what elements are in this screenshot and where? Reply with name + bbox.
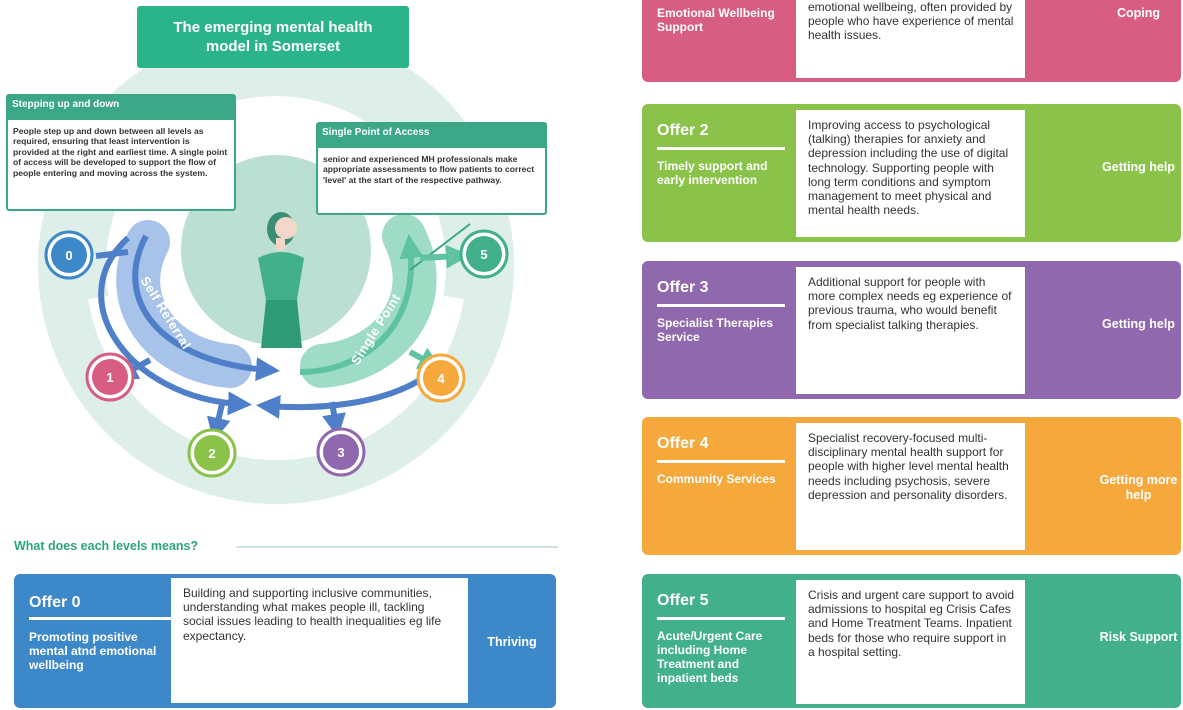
diagram-title: The emerging mental health model in Some…: [137, 6, 409, 68]
stepping-callout: Stepping up and down People step up and …: [6, 94, 236, 211]
offer-tag: Risk Support: [1099, 630, 1178, 644]
svg-text:1: 1: [106, 370, 113, 385]
offer-name: Promoting positive mental atnd emotional…: [29, 630, 157, 672]
offer-2-card: Offer 2 Timely support and early interve…: [642, 104, 1181, 242]
offer-tag: Thriving: [487, 635, 537, 649]
svg-text:5: 5: [480, 247, 487, 262]
offer-title: Offer 4: [657, 435, 709, 452]
offer-description: Additional support for people with more …: [796, 267, 1025, 394]
spa-callout-heading: Single Point of Access: [318, 124, 545, 148]
offer-1-card: Emotional Wellbeing Support emotional we…: [642, 0, 1181, 82]
offer-tag: Getting help: [1102, 160, 1175, 174]
offer-title-rule: [657, 147, 785, 150]
offer-title-rule: [657, 617, 785, 620]
step-arrow-outer: [98, 235, 252, 416]
stepping-callout-heading: Stepping up and down: [8, 96, 234, 120]
offer-name: Community Services: [657, 472, 776, 486]
self-referral-arrow: [132, 234, 280, 382]
level-0-node: 0: [44, 230, 94, 280]
step-arrow-return: [256, 377, 422, 419]
levels-heading: What does each levels means?: [14, 539, 199, 553]
offer-description: Building and supporting inclusive commun…: [171, 578, 468, 703]
offer-name: Acute/Urgent Care including Home Treatme…: [657, 629, 763, 685]
level-3-node: 3: [316, 427, 366, 477]
level-1-node: 1: [85, 352, 135, 402]
offer-name: Timely support and early intervention: [657, 159, 768, 187]
stepping-callout-body: People step up and down between all leve…: [13, 125, 228, 178]
mental-health-model-diagram: Self Referral Single Point 0 1 2 3 4: [0, 0, 600, 520]
svg-text:2: 2: [208, 446, 215, 461]
offer-title-rule: [657, 460, 785, 463]
svg-text:4: 4: [437, 371, 445, 386]
spa-connector: [409, 223, 471, 271]
offer-3-card: Offer 3 Specialist Therapies Service Add…: [642, 261, 1181, 399]
offer-description: emotional wellbeing, often provided by p…: [796, 0, 1025, 78]
single-point-arrow: [299, 234, 424, 375]
offer-0-card: Offer 0 Promoting positive mental atnd e…: [14, 574, 556, 708]
offer-tag: Getting more help: [1099, 473, 1178, 502]
model-diagram-graphic: Self Referral Single Point 0 1 2 3 4: [38, 28, 514, 504]
offer-4-card: Offer 4 Community Services Specialist re…: [642, 417, 1181, 555]
spa-callout-body: senior and experienced MH professionals …: [323, 153, 535, 185]
levels-divider: [236, 546, 558, 548]
offer-name: Emotional Wellbeing Support: [657, 6, 775, 34]
offer-description: Specialist recovery-focused multi-discip…: [796, 423, 1025, 550]
level-2-node: 2: [187, 428, 237, 478]
offer-tag: Coping: [1116, 6, 1161, 20]
offer-title: Offer 3: [657, 279, 709, 296]
offer-title-rule: [29, 617, 171, 620]
offer-name: Specialist Therapies Service: [657, 316, 774, 344]
offer-tag: Getting help: [1102, 317, 1175, 331]
svg-text:3: 3: [337, 445, 344, 460]
offer-description: Improving access to psychological (talki…: [796, 110, 1025, 237]
level-5-node: 5: [459, 229, 509, 279]
spa-callout: Single Point of Access senior and experi…: [316, 122, 547, 215]
offer-title: Offer 5: [657, 592, 709, 609]
svg-text:0: 0: [65, 248, 72, 263]
person-icon: [258, 212, 304, 348]
offer-title-rule: [657, 304, 785, 307]
offer-title: Offer 2: [657, 122, 709, 139]
offer-5-card: Offer 5 Acute/Urgent Care including Home…: [642, 574, 1181, 708]
level-4-node: 4: [416, 353, 466, 403]
offer-description: Crisis and urgent care support to avoid …: [796, 580, 1025, 704]
offer-title: Offer 0: [29, 594, 81, 611]
